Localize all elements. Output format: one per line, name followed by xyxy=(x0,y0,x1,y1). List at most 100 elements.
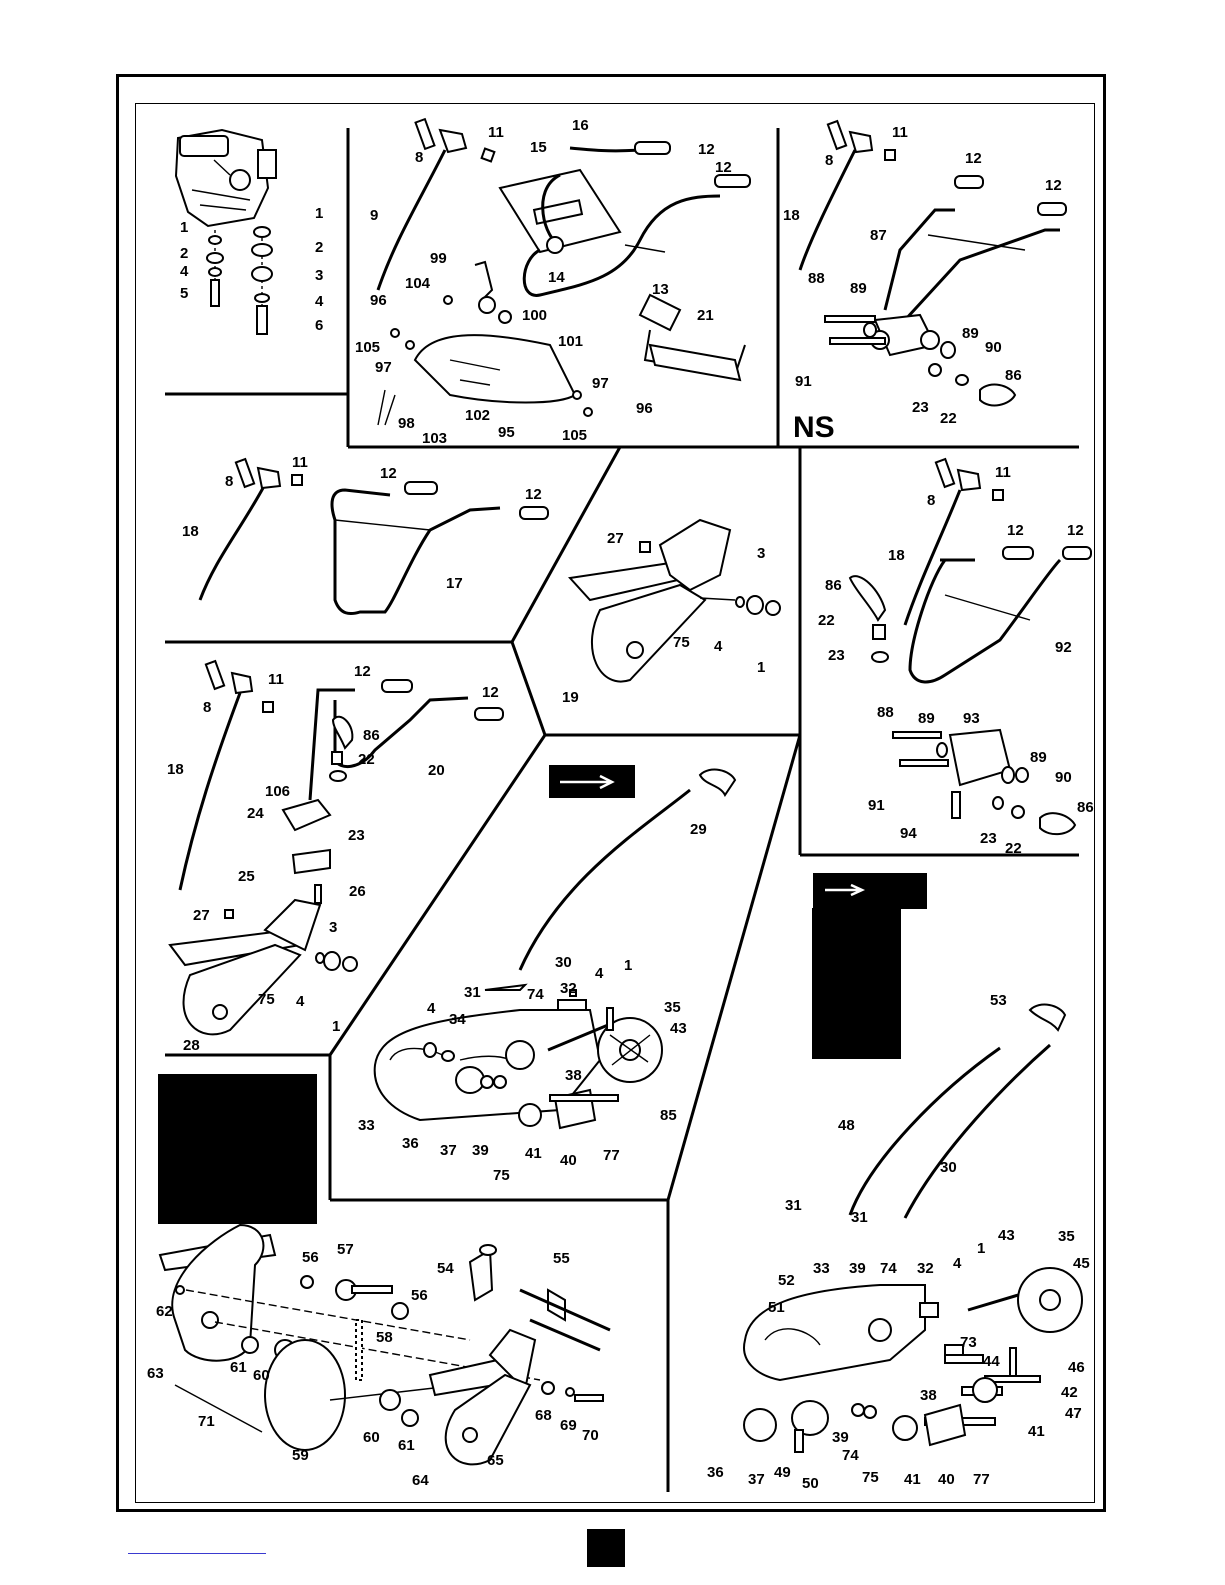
part-label: 35 xyxy=(1058,1228,1075,1245)
part-label: 30 xyxy=(940,1159,957,1176)
part-label: 53 xyxy=(990,992,1007,1009)
gearbox-assembly-center xyxy=(373,768,737,1130)
part-label: 31 xyxy=(851,1209,868,1226)
gearbox-right-labels: 53 48 30 31 31 32 4 1 43 35 45 52 33 39 … xyxy=(707,992,1090,1492)
part-label: 38 xyxy=(920,1387,937,1404)
part-label: 97 xyxy=(592,375,609,392)
part-label: 106 xyxy=(265,783,290,800)
part-label: 42 xyxy=(1061,1384,1078,1401)
mount-19-labels: 27 3 75 4 1 19 xyxy=(562,530,765,706)
part-label: 33 xyxy=(358,1117,375,1134)
part-label: 27 xyxy=(193,907,210,924)
part-label: 74 xyxy=(842,1447,859,1464)
footer-link-underline[interactable] xyxy=(128,1553,266,1554)
part-label: 5 xyxy=(180,285,188,302)
part-label: 89 xyxy=(962,325,979,342)
part-label: 3 xyxy=(315,267,323,284)
part-label: 12 xyxy=(380,465,397,482)
part-label: 22 xyxy=(358,751,375,768)
tine-assembly xyxy=(158,1223,611,1466)
part-label: 29 xyxy=(690,821,707,838)
part-label: 35 xyxy=(664,999,681,1016)
part-label: 49 xyxy=(774,1464,791,1481)
part-label: 86 xyxy=(1005,367,1022,384)
part-label: 18 xyxy=(167,761,184,778)
part-label: 1 xyxy=(977,1240,985,1257)
ns-handle-assembly xyxy=(798,119,1067,407)
part-label: 11 xyxy=(292,454,308,471)
part-label: 77 xyxy=(603,1147,620,1164)
part-label: 41 xyxy=(904,1471,921,1488)
inner-frame xyxy=(135,103,1095,1503)
part-label: 12 xyxy=(698,141,715,158)
part-label: 22 xyxy=(940,410,957,427)
part-label: 74 xyxy=(527,986,544,1003)
part-label: 73 xyxy=(960,1334,977,1351)
part-label: 41 xyxy=(1028,1423,1045,1440)
part-label: 33 xyxy=(813,1260,830,1277)
part-label: 4 xyxy=(427,1000,436,1017)
part-label: 1 xyxy=(624,957,632,974)
part-label: 98 xyxy=(398,415,415,432)
part-label: 55 xyxy=(553,1250,570,1267)
part-label: 11 xyxy=(488,124,504,141)
part-label: 75 xyxy=(862,1469,879,1486)
part-label: 102 xyxy=(465,407,490,424)
part-label: 89 xyxy=(850,280,867,297)
part-label: 15 xyxy=(530,139,547,156)
page-number-block xyxy=(587,1529,625,1567)
part-label: 2 xyxy=(315,239,323,256)
part-label: 58 xyxy=(376,1329,393,1346)
part-label: 1 xyxy=(315,205,323,222)
part-label: 1 xyxy=(332,1018,340,1035)
part-label: 48 xyxy=(838,1117,855,1134)
part-label: 23 xyxy=(912,399,929,416)
engine-assembly xyxy=(174,128,277,335)
part-label: 12 xyxy=(1045,177,1062,194)
part-label: 26 xyxy=(349,883,366,900)
part-label: 32 xyxy=(560,980,577,997)
part-label: 8 xyxy=(203,699,211,716)
part-label: 39 xyxy=(472,1142,489,1159)
part-label: 77 xyxy=(973,1471,990,1488)
part-label: 23 xyxy=(980,830,997,847)
part-label: 21 xyxy=(697,307,714,324)
part-label: 43 xyxy=(998,1227,1015,1244)
handle-92-labels: 8 11 12 12 18 86 22 23 92 88 89 93 89 90… xyxy=(818,464,1094,857)
ns-badge: NS xyxy=(793,411,835,444)
part-label: 3 xyxy=(329,919,337,936)
part-label: 62 xyxy=(156,1303,173,1320)
part-label: 103 xyxy=(422,430,447,447)
part-label: 4 xyxy=(714,638,723,655)
part-label: 13 xyxy=(652,281,669,298)
gearbox-assembly-right xyxy=(743,1003,1083,1453)
part-label: 60 xyxy=(253,1367,270,1384)
part-label: 100 xyxy=(522,307,547,324)
part-label: 12 xyxy=(482,684,499,701)
part-label: 2 xyxy=(180,245,188,262)
part-label: 9 xyxy=(370,207,378,224)
part-label: 45 xyxy=(1073,1255,1090,1272)
part-label: 11 xyxy=(892,124,908,141)
part-label: 60 xyxy=(363,1429,380,1446)
part-label: 93 xyxy=(963,710,980,727)
part-label: 32 xyxy=(917,1260,934,1277)
part-label: 99 xyxy=(430,250,447,267)
part-label: 36 xyxy=(707,1464,724,1481)
part-label: 37 xyxy=(440,1142,457,1159)
handle-17-assembly xyxy=(198,457,549,615)
part-label: 97 xyxy=(375,359,392,376)
part-label: 41 xyxy=(525,1145,542,1162)
part-label: 17 xyxy=(446,575,463,592)
part-label: 90 xyxy=(985,339,1002,356)
panel-dividers xyxy=(165,128,1079,1492)
part-label: 24 xyxy=(247,805,264,822)
part-label: 8 xyxy=(225,473,233,490)
part-label: 96 xyxy=(370,292,387,309)
part-label: 12 xyxy=(1067,522,1084,539)
part-label: 39 xyxy=(832,1429,849,1446)
part-label: 28 xyxy=(183,1037,200,1054)
part-label: 69 xyxy=(560,1417,577,1434)
part-label: 75 xyxy=(493,1167,510,1184)
part-label: 12 xyxy=(354,663,371,680)
